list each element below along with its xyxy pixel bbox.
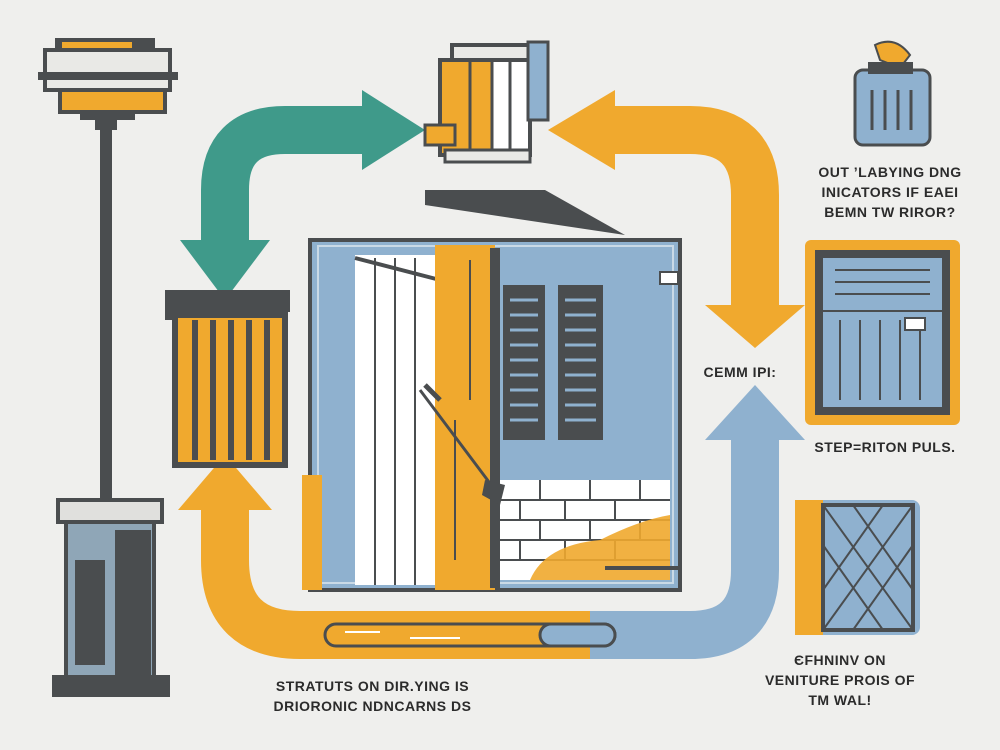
dehumidifier-icon [853,40,932,147]
bottom-left-caption-line-1: STRATUTS ON DIR.YING IS [275,678,470,694]
radiator-left-icon [165,290,290,468]
yellow-cycle-arrow-bottom [178,455,590,659]
bottom-right-caption: ЄFHNINV ON VENITURE PROIS OF TM WAL! [745,650,935,710]
window-vent-icon [805,240,960,425]
vent-unit-caption: STEP=RITON PULS. [814,439,956,455]
mesh-panel-icon [795,500,920,635]
top-right-caption-line-3: BEMN TW RIROR? [824,204,956,220]
bottom-right-caption-line-1: ЄFHNINV ON [794,652,886,668]
radiator-top-icon [423,40,550,164]
blue-cycle-arrow [560,385,805,659]
bottom-right-caption-line-3: TM WAL! [808,692,872,708]
teal-cycle-arrow [180,90,425,300]
house-wall-icon [302,190,682,592]
top-right-caption-line-1: OUT ’LABYING DNG [818,164,962,180]
bottom-left-caption-line-2: DRIORONIC NDNCARNS DS [273,698,472,714]
middle-right-caption: CEMM IPI: [703,364,777,380]
top-right-caption: OUT ’LABYING DNG INICATORS IF EAEI BEMN … [790,162,990,222]
pipe-icon [323,622,617,648]
bottom-left-caption: STRATUTS ON DIR.YING IS DRIORONIC NDNCAR… [245,676,500,716]
yellow-cycle-arrow-top [548,90,805,348]
bottom-right-caption-line-2: VENITURE PROIS OF [764,672,916,688]
street-lamp-icon [38,38,178,697]
top-right-caption-line-2: INICATORS IF EAEI [821,184,959,200]
